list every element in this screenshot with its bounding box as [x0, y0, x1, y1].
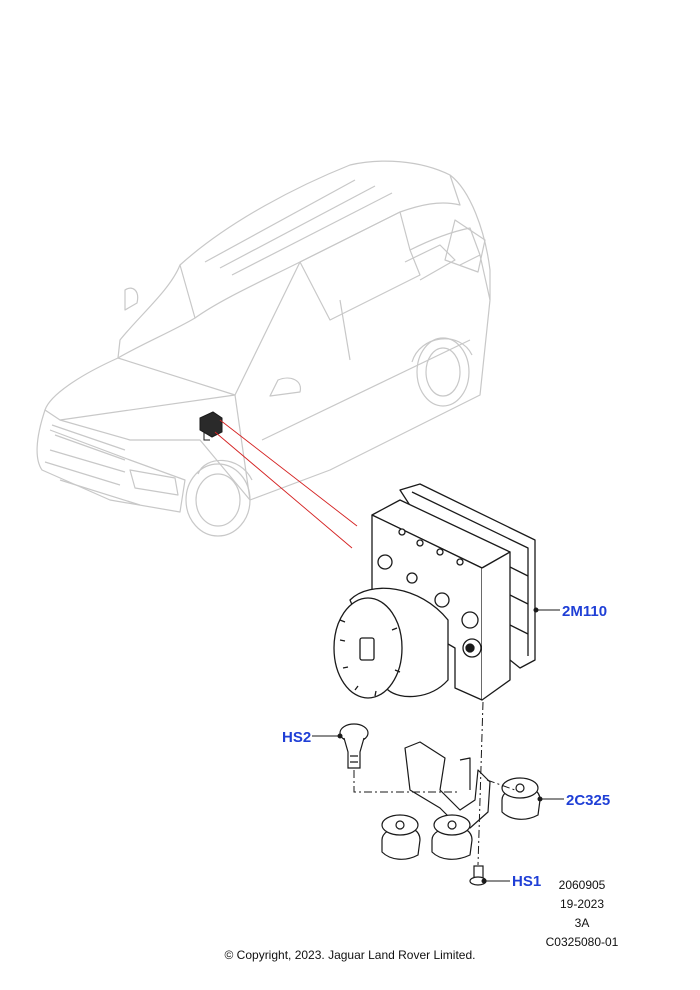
reference-number: 2060905 [558, 878, 606, 892]
location-leader-lines [214, 419, 358, 549]
callout-hs1[interactable]: HS1 [512, 873, 542, 890]
mount-front-right [431, 814, 473, 860]
reference-code: C0325080-01 [545, 935, 619, 949]
reference-date: 19-2023 [559, 897, 605, 911]
callout-2c325[interactable]: 2C325 [566, 792, 611, 809]
copyright-notice: © Copyright, 2023. Jaguar Land Rover Lim… [224, 948, 476, 962]
bracket-illustration [381, 741, 541, 860]
vehicle-illustration [36, 160, 491, 537]
mount-rear [501, 777, 541, 820]
bolt-hs2-illustration [339, 723, 369, 769]
callout-hs2[interactable]: HS2 [282, 729, 312, 746]
module-location-marker [199, 411, 223, 441]
callout-2m110[interactable]: 2M110 [562, 603, 608, 620]
callout-leaders [312, 607, 564, 884]
document-reference-block: 2060905 19-2023 3A C0325080-01 [522, 876, 642, 952]
mount-front-left [381, 814, 421, 860]
abs-module-illustration [333, 483, 536, 701]
assembly-lines [353, 701, 516, 866]
reference-revision: 3A [574, 916, 590, 930]
